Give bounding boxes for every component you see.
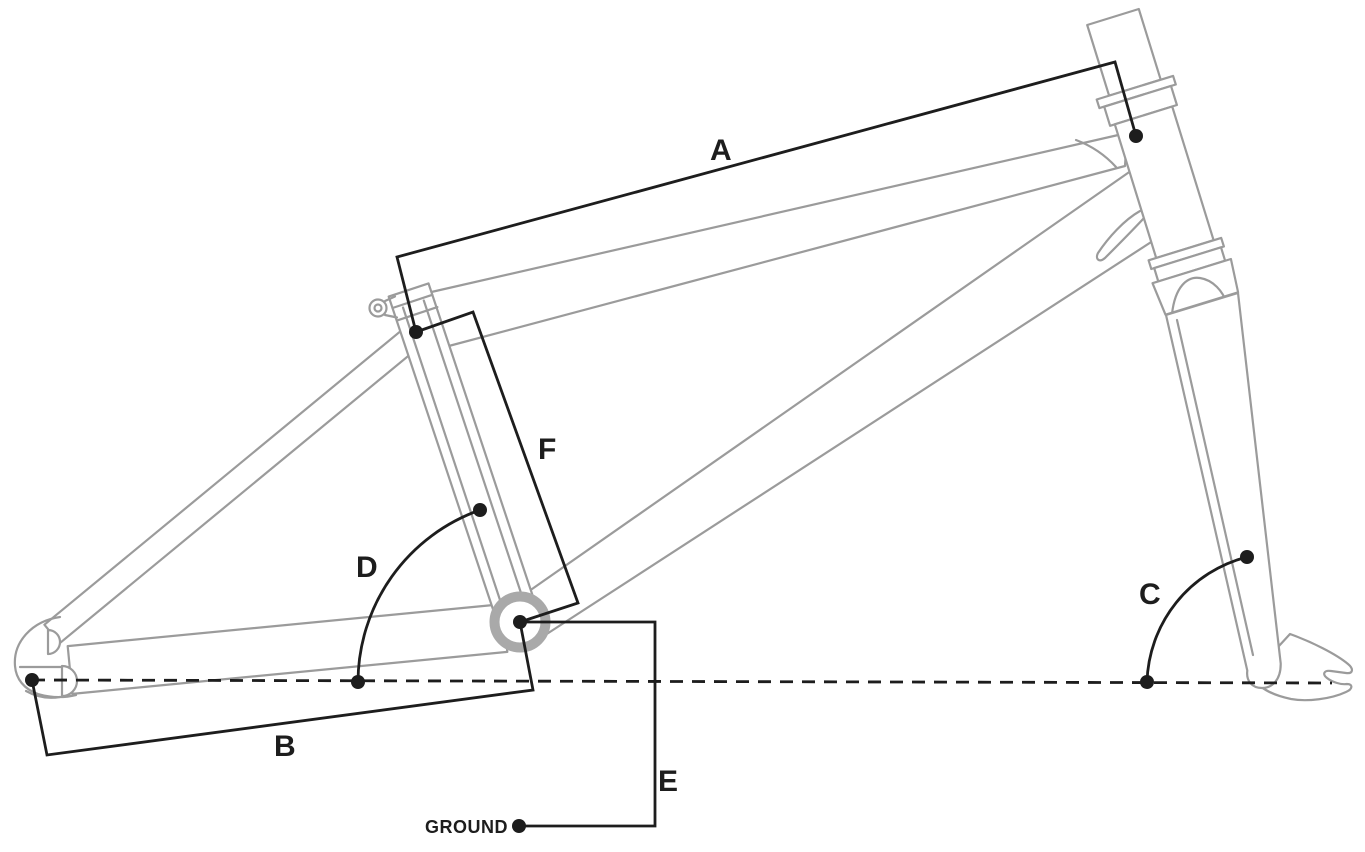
dimension-arc-c bbox=[1145, 555, 1248, 683]
dimension-label-c: C bbox=[1139, 578, 1161, 611]
headset-top-cup bbox=[1103, 84, 1178, 127]
dimension-label-e: E bbox=[658, 765, 678, 798]
marker-dot-c-fork bbox=[1240, 550, 1254, 564]
fork-blade-inner-line bbox=[1175, 318, 1255, 657]
marker-dot-bottom-bracket bbox=[513, 615, 527, 629]
chain-stay bbox=[66, 603, 509, 695]
fork-crown-arch bbox=[1170, 276, 1229, 316]
marker-dot-head-top bbox=[1129, 129, 1143, 143]
head-tube-assembly bbox=[1086, 7, 1240, 316]
seat-stay bbox=[43, 323, 425, 645]
marker-dot-d-axis bbox=[351, 675, 365, 689]
marker-dot-c-axis bbox=[1140, 675, 1154, 689]
marker-dot-rear-axle bbox=[25, 673, 39, 687]
marker-dot-d-seat-tube bbox=[473, 503, 487, 517]
seat-tube-group bbox=[368, 282, 537, 620]
marker-dot-seat-cluster bbox=[409, 325, 423, 339]
dimension-label-f: F bbox=[538, 433, 556, 466]
seat-post-inner-line bbox=[422, 299, 525, 601]
axle-reference-line bbox=[31, 678, 1333, 685]
seat-clamp-ear bbox=[383, 295, 399, 319]
dimension-line-b bbox=[30, 621, 535, 757]
fork-blade bbox=[1164, 291, 1282, 690]
dimensions: A B C D E F GROUND bbox=[25, 60, 1254, 837]
headset-top-flange bbox=[1095, 74, 1177, 110]
dimension-label-a: A bbox=[710, 134, 732, 167]
dimension-line-f bbox=[415, 310, 580, 624]
marker-dot-ground bbox=[512, 819, 526, 833]
dimension-arc-d bbox=[356, 508, 481, 683]
headset-lower-flange bbox=[1147, 236, 1225, 271]
frame-outline bbox=[13, 7, 1353, 702]
dimension-label-d: D bbox=[356, 551, 378, 584]
ground-label: GROUND bbox=[425, 817, 508, 837]
seat-collar-line bbox=[396, 306, 439, 322]
dimension-line-e bbox=[520, 620, 657, 828]
dimension-line-a bbox=[395, 60, 1138, 333]
head-fillet bbox=[1074, 138, 1118, 169]
seat-post-inner-line bbox=[401, 306, 502, 602]
rear-dropout bbox=[13, 615, 79, 699]
dimension-label-b: B bbox=[274, 730, 296, 763]
seat-collar-line bbox=[391, 293, 434, 310]
seat-clamp-bolt-center bbox=[373, 303, 383, 313]
